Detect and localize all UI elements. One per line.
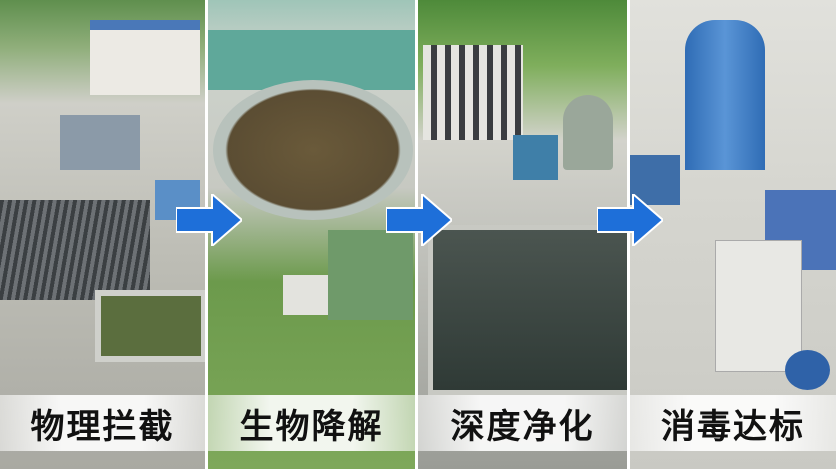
stage-panel-biological-degradation: 生物降解 <box>208 0 415 469</box>
stage-label: 生物降解 <box>239 406 384 447</box>
stage-label-band: 生物降解 <box>208 395 415 451</box>
pump-unit <box>513 135 558 180</box>
stage-panel-disinfection: 消毒达标 <box>630 0 836 469</box>
stage-label: 消毒达标 <box>661 406 805 447</box>
channel <box>95 290 205 362</box>
stage-label: 物理拦截 <box>30 406 175 447</box>
stage-panel-physical-screening: 物理拦截 <box>0 0 205 469</box>
clarifier-tank <box>213 80 413 220</box>
cooling-tower <box>423 45 523 140</box>
control-box <box>630 155 680 205</box>
arrow-right-icon <box>597 194 663 246</box>
bar-screen <box>0 200 150 300</box>
stage-label-band: 物理拦截 <box>0 395 205 451</box>
green-tanks <box>328 230 413 320</box>
silo-tank <box>685 20 765 170</box>
control-cabinet <box>715 240 802 372</box>
stage-label: 深度净化 <box>450 406 595 447</box>
arrow-right-icon <box>176 194 242 246</box>
stage-label-band: 深度净化 <box>418 395 627 451</box>
equipment-unit <box>60 115 140 170</box>
pressure-tank <box>563 95 613 170</box>
stage-panel-advanced-purification: 深度净化 <box>418 0 627 469</box>
pump <box>785 350 830 390</box>
arrow-right-icon <box>386 194 452 246</box>
building <box>90 20 200 95</box>
stage-label-band: 消毒达标 <box>630 395 836 451</box>
pump-house <box>283 275 328 315</box>
filter-basin <box>428 225 627 395</box>
